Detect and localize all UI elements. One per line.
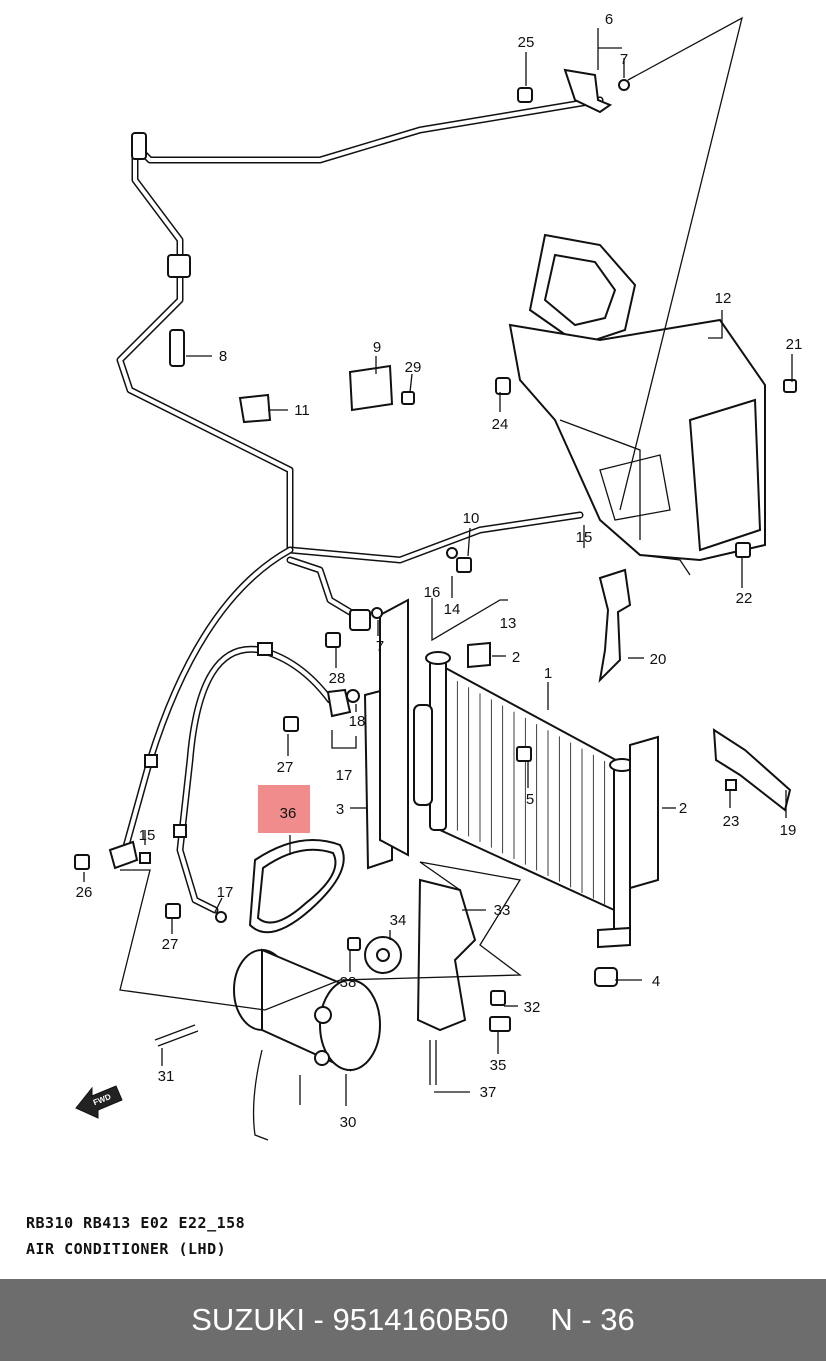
part-36-highlight <box>258 785 310 833</box>
callout-1: 1 <box>544 665 552 682</box>
callout-32: 32 <box>524 999 541 1016</box>
callout-15: 15 <box>139 827 156 844</box>
callout-18: 18 <box>349 713 366 730</box>
callout-25: 25 <box>518 34 535 51</box>
side-panels <box>363 598 659 890</box>
callout-14: 14 <box>444 601 461 618</box>
brackets <box>74 68 797 987</box>
callout-9: 9 <box>373 339 381 356</box>
callout-26: 26 <box>76 884 93 901</box>
hose-lines <box>116 96 604 914</box>
evaporator-unit <box>508 233 766 576</box>
callout-35: 35 <box>490 1057 507 1074</box>
leader-lines <box>83 16 793 1106</box>
callout-7: 7 <box>620 51 628 68</box>
brand-part-number: SUZUKI - 9514160B50 <box>191 1302 509 1337</box>
callout-19: 19 <box>780 822 797 839</box>
callout-27: 27 <box>162 936 179 953</box>
fwd-arrow-icon: FWD <box>75 1085 123 1119</box>
callout-17: 17 <box>217 884 234 901</box>
callout-11: 11 <box>294 402 310 419</box>
callout-17: 17 <box>336 767 353 784</box>
condenser <box>413 651 635 949</box>
callout-31: 31 <box>158 1068 175 1085</box>
callout-13: 13 <box>500 615 517 632</box>
callout-34: 34 <box>390 912 407 929</box>
callout-2: 2 <box>512 649 520 666</box>
callout-36-highlighted: 36 <box>280 805 297 822</box>
callout-30: 30 <box>340 1114 357 1131</box>
callout-7: 7 <box>376 638 384 655</box>
callout-23: 23 <box>723 813 740 830</box>
drive-belt <box>248 839 345 934</box>
callout-3: 3 <box>336 801 344 818</box>
callout-28: 28 <box>329 670 346 687</box>
callout-27: 27 <box>277 759 294 776</box>
compressor-bracket <box>154 878 511 1085</box>
callout-33: 33 <box>494 902 511 919</box>
callout-38: 38 <box>340 974 357 991</box>
diagram-codes: RB310 RB413 E02 E22_158 <box>26 1214 246 1232</box>
reference-number: N - 36 <box>550 1302 635 1337</box>
callout-12: 12 <box>715 290 732 307</box>
callout-6: 6 <box>605 11 613 28</box>
callout-5: 5 <box>526 791 534 808</box>
callout-20: 20 <box>650 651 667 668</box>
compressor <box>233 948 381 1141</box>
callout-22: 22 <box>736 590 753 607</box>
callout-15: 15 <box>576 529 593 546</box>
callout-4: 4 <box>652 973 660 990</box>
callout-24: 24 <box>492 416 509 433</box>
parts-diagram: FWD 25 6 7 12 21 8 9 29 11 24 10 15 16 1… <box>74 11 803 1141</box>
diagram-title: AIR CONDITIONER (LHD) <box>26 1240 227 1258</box>
callout-21: 21 <box>786 336 803 353</box>
callouts: 25 6 7 12 21 8 9 29 11 24 10 15 16 14 13… <box>76 11 803 1131</box>
callout-10: 10 <box>463 510 480 527</box>
callout-29: 29 <box>405 359 422 376</box>
callout-37: 37 <box>480 1084 497 1101</box>
callout-16: 16 <box>424 584 441 601</box>
callout-2: 2 <box>679 800 687 817</box>
callout-8: 8 <box>219 348 227 365</box>
part-number-footer: SUZUKI - 9514160B50 N - 36 <box>0 1279 826 1361</box>
